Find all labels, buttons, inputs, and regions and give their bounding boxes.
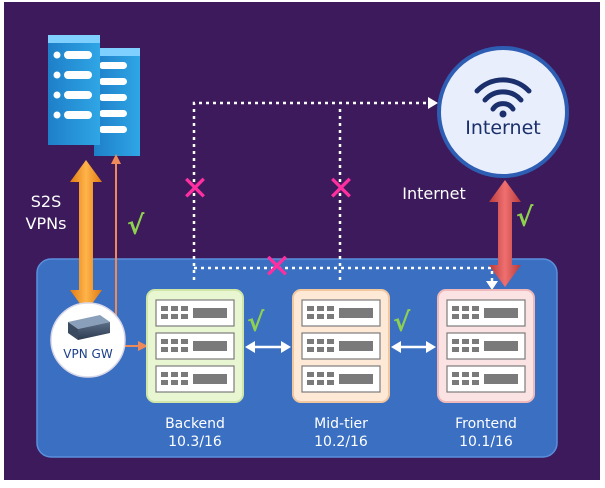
on-premises-server-front [48,35,100,145]
vpn-gateway: VPN GW [50,302,126,378]
blocked-connection-paths [192,101,494,282]
frontend-server-unit-3 [446,365,526,393]
vpn-gw-label: VPN GW [63,347,113,361]
frontend-name: Frontend [455,416,517,432]
wifi-icon [474,77,532,112]
to-internet-arrowhead [428,97,438,109]
backend-name: Backend [165,416,225,432]
vpn-gateway-icon [68,315,110,340]
internet-node-label: Internet [465,117,540,139]
link-arrowhead-right [138,341,148,351]
to-frontend-arrowhead [486,281,498,290]
backend-midtier-link [245,341,291,353]
internet-frontend-arrow [489,180,521,287]
on-premises-servers-icon [48,35,140,156]
frontend-server-unit-2 [446,332,526,360]
frontend-server [437,289,535,403]
backend-server-unit-3 [155,365,235,393]
s2s-label-line1: S2S [31,192,62,211]
midtier-server-unit-1 [301,299,381,327]
backend-server-unit-1 [155,299,235,327]
backend-server [146,289,244,403]
on-premises-server-back [94,48,140,156]
internet-node: Internet [437,46,569,178]
midtier-server-unit-2 [301,332,381,360]
internet-allowed-check: √ [516,203,534,233]
internet-link-label: Internet [402,184,466,203]
frontend-subnet: 10.1/16 [459,434,513,450]
midtier-internet-blocked-mark: ✕ [327,169,356,209]
frontend-server-unit-1 [446,299,526,327]
backend-subnet: 10.3/16 [168,434,222,450]
midtier-server [292,289,390,403]
s2s-label-line2: VPNs [26,214,67,233]
midtier-frontend-link [391,341,436,353]
midtier-server-unit-3 [301,365,381,393]
backend-midtier-allowed-check: √ [247,308,265,338]
midtier-frontend-allowed-check: √ [393,308,411,338]
backend-server-unit-2 [155,332,235,360]
midtier-subnet: 10.2/16 [314,434,368,450]
s2s-vpn-arrow [70,160,102,312]
link-arrowhead-up [111,154,121,164]
backend-frontend-blocked-mark: ✕ [263,247,292,287]
midtier-name: Mid-tier [314,416,368,432]
wifi-dot [499,110,507,118]
backend-internet-blocked-mark: ✕ [181,169,210,209]
s2s-allowed-check: √ [127,211,145,241]
